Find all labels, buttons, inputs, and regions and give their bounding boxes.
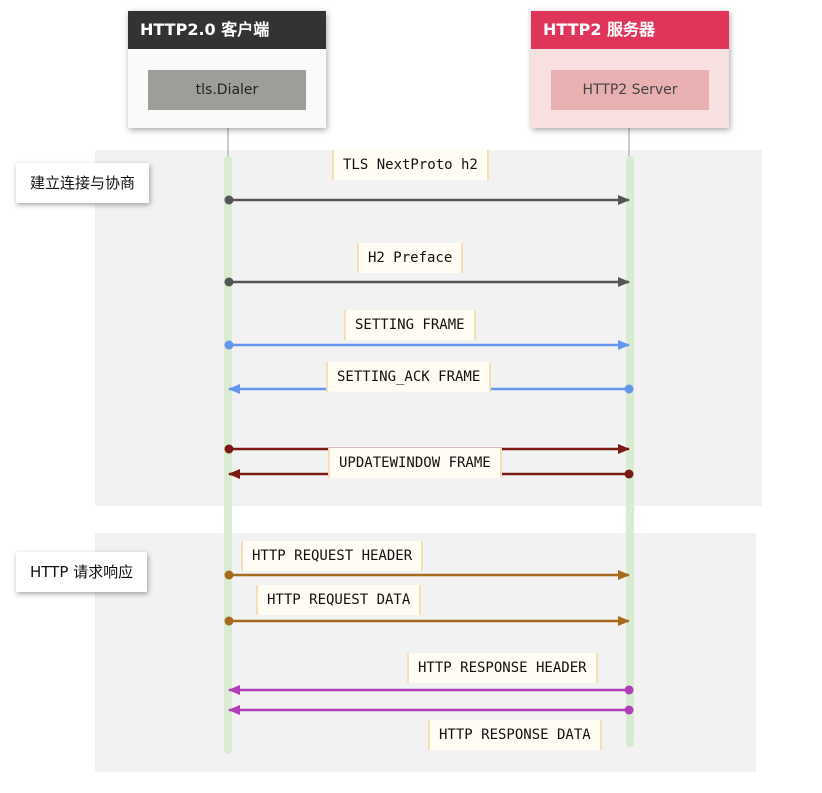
client-actor: HTTP2.0 客户端 tls.Dialer: [128, 11, 326, 128]
message-origin-dot-7: [224, 570, 234, 580]
client-actor-title: HTTP2.0 客户端: [128, 11, 326, 49]
message-label-response-data: HTTP RESPONSE DATA: [428, 720, 602, 750]
phase-background-request-response: [95, 533, 756, 772]
message-origin-dot-10: [624, 705, 634, 715]
server-component-box: HTTP2 Server: [551, 70, 709, 110]
message-origin-dot-2: [224, 277, 234, 287]
message-label-setting-ack-frame: SETTING_ACK FRAME: [326, 362, 492, 392]
phase-label-request-response: HTTP 请求响应: [16, 552, 148, 592]
phase-label-connection: 建立连接与协商: [16, 163, 150, 203]
message-label-setting-frame: SETTING FRAME: [344, 310, 476, 340]
message-origin-dot-1: [224, 195, 234, 205]
server-actor: HTTP2 服务器 HTTP2 Server: [531, 11, 729, 128]
message-origin-dot-4: [624, 384, 634, 394]
client-component-box: tls.Dialer: [148, 70, 306, 110]
message-label-response-header: HTTP RESPONSE HEADER: [407, 653, 598, 683]
message-label-request-header: HTTP REQUEST HEADER: [241, 541, 424, 571]
message-origin-dot-3: [224, 340, 234, 350]
message-origin-dot-8: [224, 616, 234, 626]
message-label-request-data: HTTP REQUEST DATA: [256, 585, 422, 615]
message-origin-dot-9: [624, 685, 634, 695]
message-label-tls-nextproto: TLS NextProto h2: [332, 150, 489, 180]
message-origin-dot-5: [224, 444, 234, 454]
server-actor-title: HTTP2 服务器: [531, 11, 729, 49]
message-origin-dot-6: [624, 469, 634, 479]
message-label-updatewindow-frame: UPDATEWINDOW FRAME: [328, 448, 502, 478]
message-label-h2-preface: H2 Preface: [357, 243, 464, 273]
